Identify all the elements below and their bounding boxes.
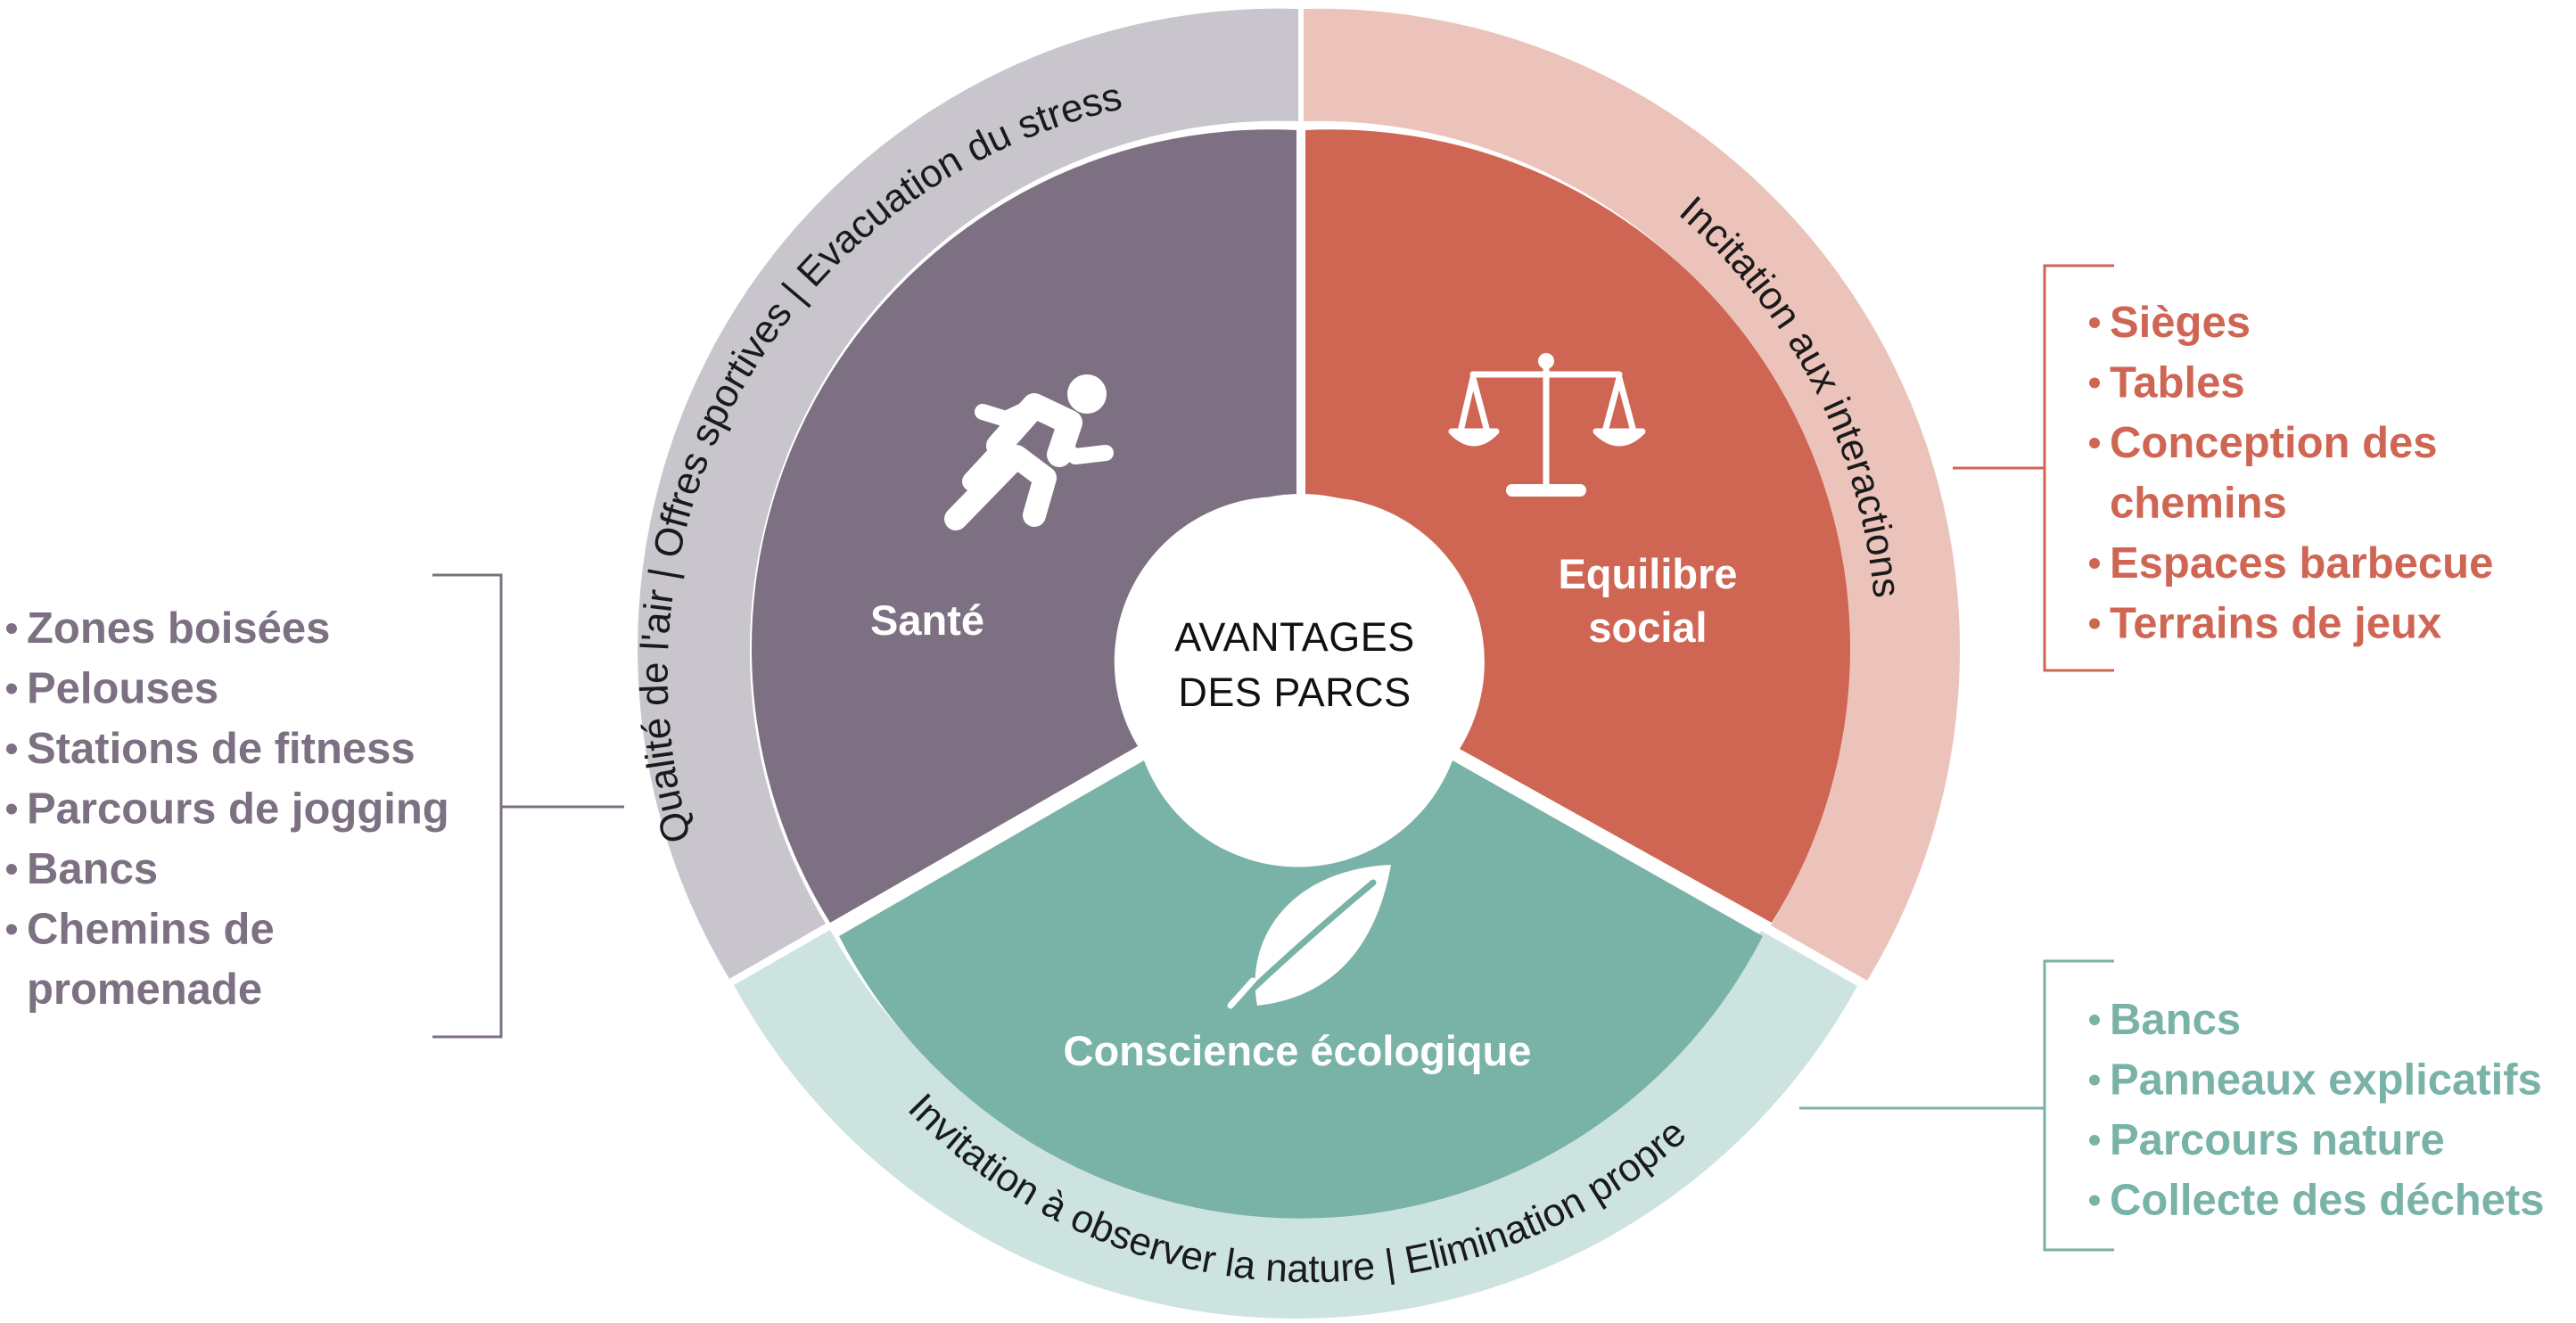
list-item: Bancs xyxy=(27,845,158,893)
list-item: promenade xyxy=(27,966,262,1014)
list-item: Parcours nature xyxy=(2110,1116,2445,1164)
bullet-dot xyxy=(2089,438,2100,448)
list-item: Chemins de xyxy=(27,906,275,954)
center-circle xyxy=(1132,494,1470,833)
list-item: Parcours de jogging xyxy=(27,785,449,834)
list-item: Tables xyxy=(2110,359,2245,407)
bullet-dot xyxy=(6,924,17,935)
bullet-dot xyxy=(2089,377,2100,389)
center-title-line2: DES PARCS xyxy=(1178,670,1411,715)
bullet-dot xyxy=(2089,618,2100,629)
bullet-dot xyxy=(6,744,17,754)
bullet-dot xyxy=(2089,317,2100,328)
bullet-dot xyxy=(6,623,17,634)
segment-label-conscience: Conscience écologique xyxy=(1064,1027,1532,1074)
center-title-line1: AVANTAGES xyxy=(1174,614,1415,660)
list-item: Zones boisées xyxy=(27,604,330,653)
segment-label-equilibre-line1: Equilibre xyxy=(1558,550,1737,597)
bullet-dot xyxy=(2089,1195,2100,1206)
leaf-icon xyxy=(1227,865,1391,1009)
list-item: Espaces barbecue xyxy=(2110,539,2493,588)
list-item: Sièges xyxy=(2110,299,2251,347)
ring-equilibre xyxy=(1304,8,1961,982)
bullet-dot xyxy=(2089,1074,2100,1086)
segment-label-equilibre-line2: social xyxy=(1588,604,1707,651)
list-item: Bancs xyxy=(2110,996,2241,1044)
bullet-dot xyxy=(2089,558,2100,569)
scales-icon xyxy=(1448,353,1646,497)
list-item: Panneaux explicatifs xyxy=(2110,1056,2542,1105)
list-item: Terrains de jeux xyxy=(2110,600,2441,648)
list-item: Pelouses xyxy=(27,665,218,713)
bracket-equilibre xyxy=(1953,264,2114,672)
bracket-sante xyxy=(432,573,624,1039)
bullet-dot xyxy=(6,803,17,815)
list-item: Conception des xyxy=(2110,419,2438,467)
list-item: Stations de fitness xyxy=(27,725,416,773)
ring-sante xyxy=(638,8,1298,979)
bracket-conscience xyxy=(1799,959,2114,1252)
list-item: chemins xyxy=(2110,480,2287,528)
bullet-dot xyxy=(2089,1135,2100,1146)
list-item: Collecte des déchets xyxy=(2110,1177,2544,1225)
ring-conscience xyxy=(734,930,1857,1319)
segment-equilibre xyxy=(1305,129,1851,924)
bullet-dot xyxy=(6,864,17,875)
segment-label-sante: Santé xyxy=(870,596,984,644)
bullet-dot xyxy=(2089,1015,2100,1025)
bullet-dot xyxy=(6,683,17,694)
segment-sante xyxy=(751,129,1296,924)
runner-icon xyxy=(944,374,1114,530)
